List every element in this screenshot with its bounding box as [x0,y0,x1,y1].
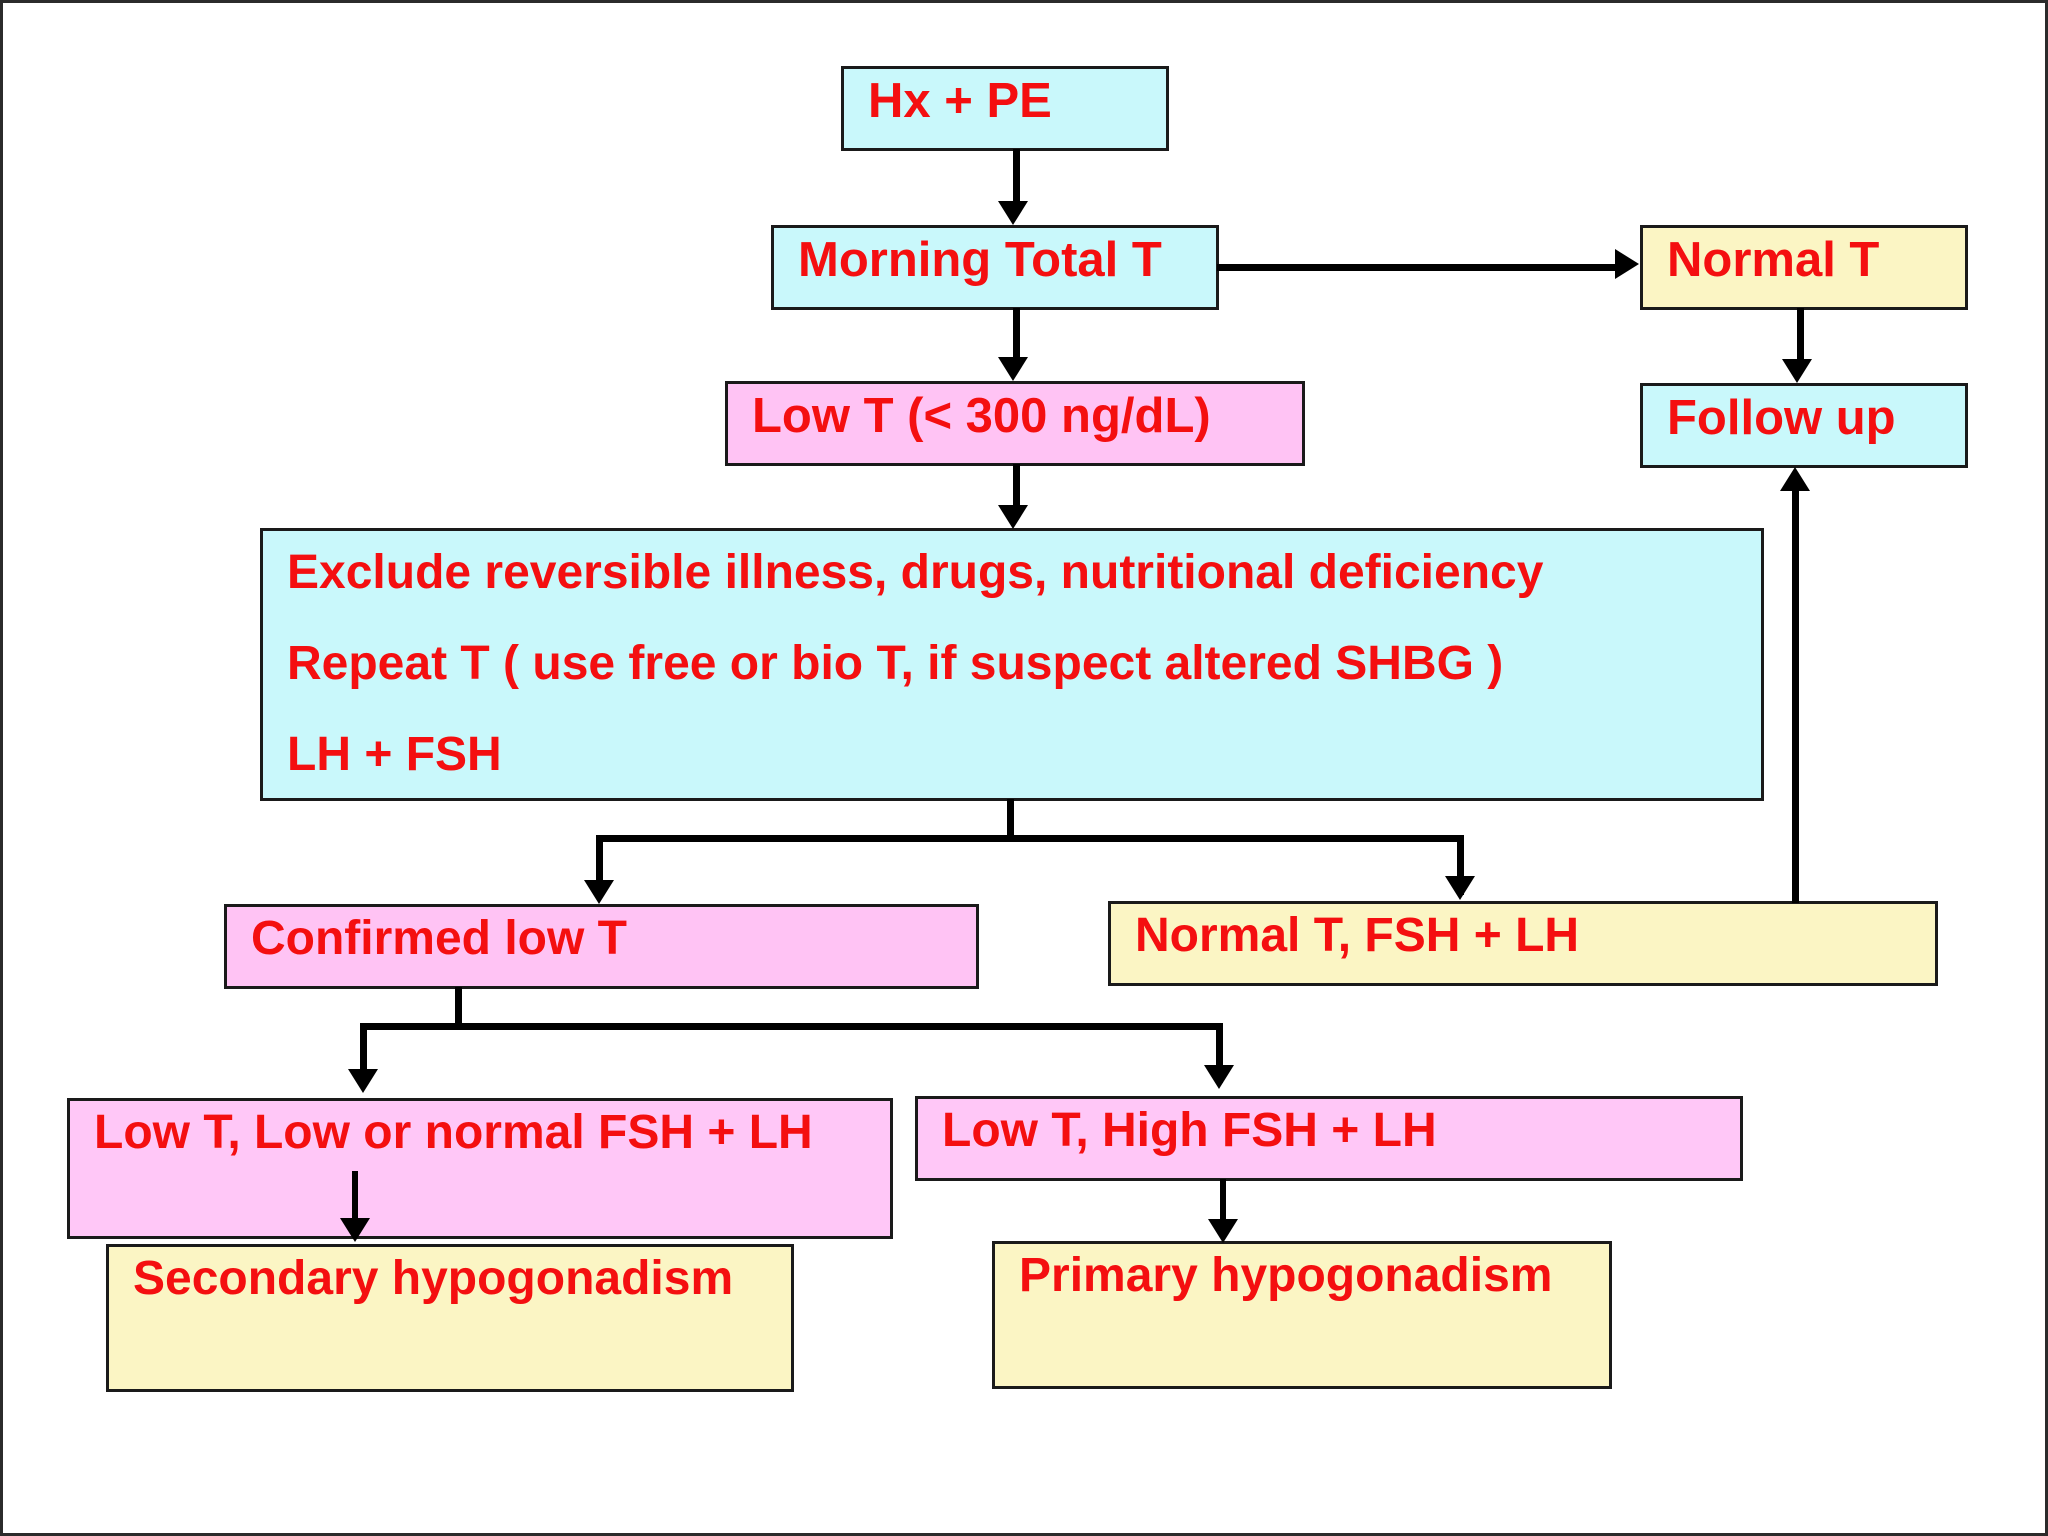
node-label: Normal T [1667,233,1880,287]
node-label: Normal T, FSH + LH [1135,909,1580,962]
edge-workup-box-stem [1007,799,1014,841]
node-follow-up[interactable]: Follow up [1640,383,1968,468]
node-label: Low T, Low or normal FSH + LH [94,1106,813,1159]
arrowhead-down-icon [340,1218,370,1242]
arrowhead-down-icon [998,357,1028,381]
node-label: Primary hypogonadism [1019,1249,1553,1302]
arrowhead-down-icon [1782,359,1812,383]
node-label: Morning Total T [798,233,1162,287]
node-label-lh-fsh: LH + FSH [287,727,502,781]
edge-morning-total-t-to-low-t [1013,308,1020,364]
edge-workup-box-to-normal-t-fsh-lh [1457,835,1464,895]
edge-hx-pe-to-morning-total-t [1013,149,1020,209]
node-low-t-high-fsh-lh[interactable]: Low T, High FSH + LH [915,1096,1743,1181]
node-label: Follow up [1667,391,1896,445]
arrowhead-down-icon [998,505,1028,529]
arrowhead-down-icon [1445,876,1475,900]
node-low-t[interactable]: Low T (< 300 ng/dL) [725,381,1305,466]
edge-confirmed-low-t-to-low-t-low-fsh-lh [360,1023,367,1085]
node-low-t-low-or-normal-fsh-lh[interactable]: Low T, Low or normal FSH + LH [67,1098,893,1239]
edge-low-t-to-workup-box [1013,464,1020,512]
arrowhead-down-icon [348,1069,378,1093]
node-morning-total-t[interactable]: Morning Total T [771,225,1219,310]
edge-workup-box-split-bar [596,835,1464,842]
node-secondary-hypogonadism[interactable]: Secondary hypogonadism [106,1244,794,1392]
node-primary-hypogonadism[interactable]: Primary hypogonadism [992,1241,1612,1389]
arrowhead-right-icon [1615,249,1639,279]
node-label-repeat-t: Repeat T ( use free or bio T, if suspect… [287,636,1504,690]
node-workup-box[interactable]: Exclude reversible illness, drugs, nutri… [260,528,1764,801]
node-label: Secondary hypogonadism [133,1252,734,1305]
node-label-exclude-reversible-illness: Exclude reversible illness, drugs, nutri… [287,546,1544,599]
node-normal-t[interactable]: Normal T [1640,225,1968,310]
edge-confirmed-low-t-stem [455,987,462,1027]
edge-normal-t-to-follow-up [1797,308,1804,366]
arrowhead-down-icon [584,880,614,904]
node-hx-pe[interactable]: Hx + PE [841,66,1169,151]
node-label: Low T, High FSH + LH [942,1104,1437,1157]
edge-workup-box-to-confirmed-low-t [596,835,603,897]
arrowhead-down-icon [1204,1065,1234,1089]
node-label: Low T (< 300 ng/dL) [752,389,1211,443]
node-confirmed-low-t[interactable]: Confirmed low T [224,904,979,989]
arrowhead-down-icon [1208,1219,1238,1243]
arrowhead-up-icon [1780,467,1810,491]
node-label: Hx + PE [868,74,1052,128]
node-label: Confirmed low T [251,912,627,965]
arrowhead-down-icon [998,201,1028,225]
edge-confirmed-low-t-split-bar [360,1023,1223,1030]
edge-morning-total-t-to-normal-t [1217,264,1621,271]
edge-normal-t-fsh-lh-to-follow-up [1792,491,1799,903]
edge-low-t-low-fsh-lh-to-secondary-hypogonadism [352,1171,358,1227]
edge-confirmed-low-t-to-low-t-high-fsh-lh [1216,1023,1223,1083]
edge-low-t-high-fsh-lh-to-primary-hypogonadism [1220,1179,1226,1235]
node-normal-t-fsh-lh[interactable]: Normal T, FSH + LH [1108,901,1938,986]
